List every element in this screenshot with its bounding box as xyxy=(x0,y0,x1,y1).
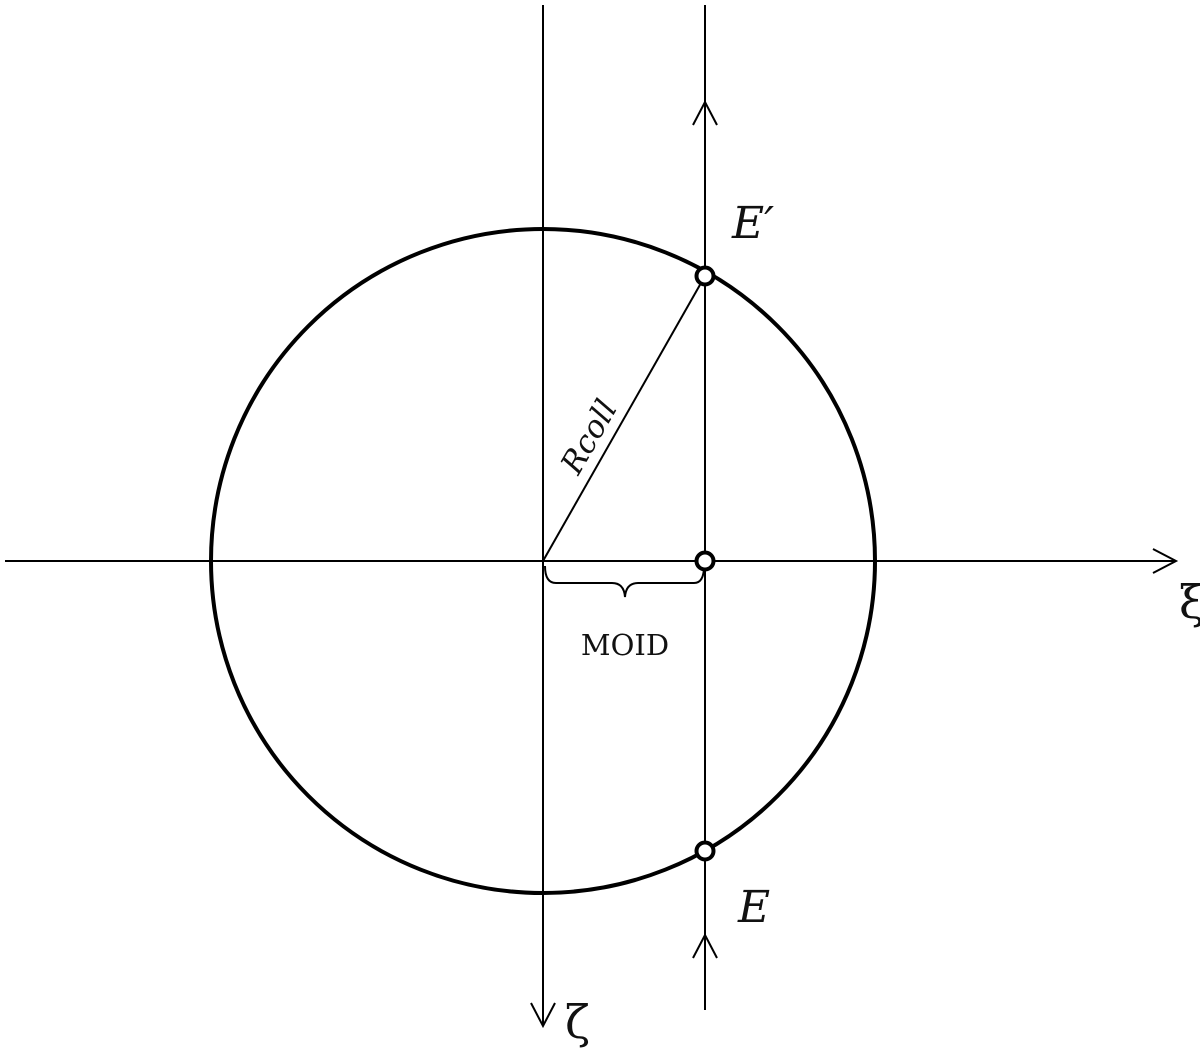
moid-brace xyxy=(544,565,705,598)
zeta-axis-label: ζ xyxy=(565,995,590,1049)
collision-circle xyxy=(209,227,877,895)
trajectory-arrow-upper-icon xyxy=(692,99,718,126)
moid-point-marker-icon xyxy=(694,550,716,572)
trajectory-arrow-lower-icon xyxy=(692,932,718,959)
zeta-axis-arrow-icon xyxy=(530,1002,556,1029)
xi-axis-label: ξ xyxy=(1179,575,1200,629)
moid-label: MOID xyxy=(581,628,669,662)
radius-line xyxy=(542,275,706,562)
xi-axis-arrow-icon xyxy=(1152,548,1179,574)
point-e-label: E xyxy=(737,882,770,933)
point-e-marker-icon xyxy=(694,840,716,862)
point-e-prime-label: E′ xyxy=(731,198,774,249)
point-e-prime-marker-icon xyxy=(694,265,716,287)
